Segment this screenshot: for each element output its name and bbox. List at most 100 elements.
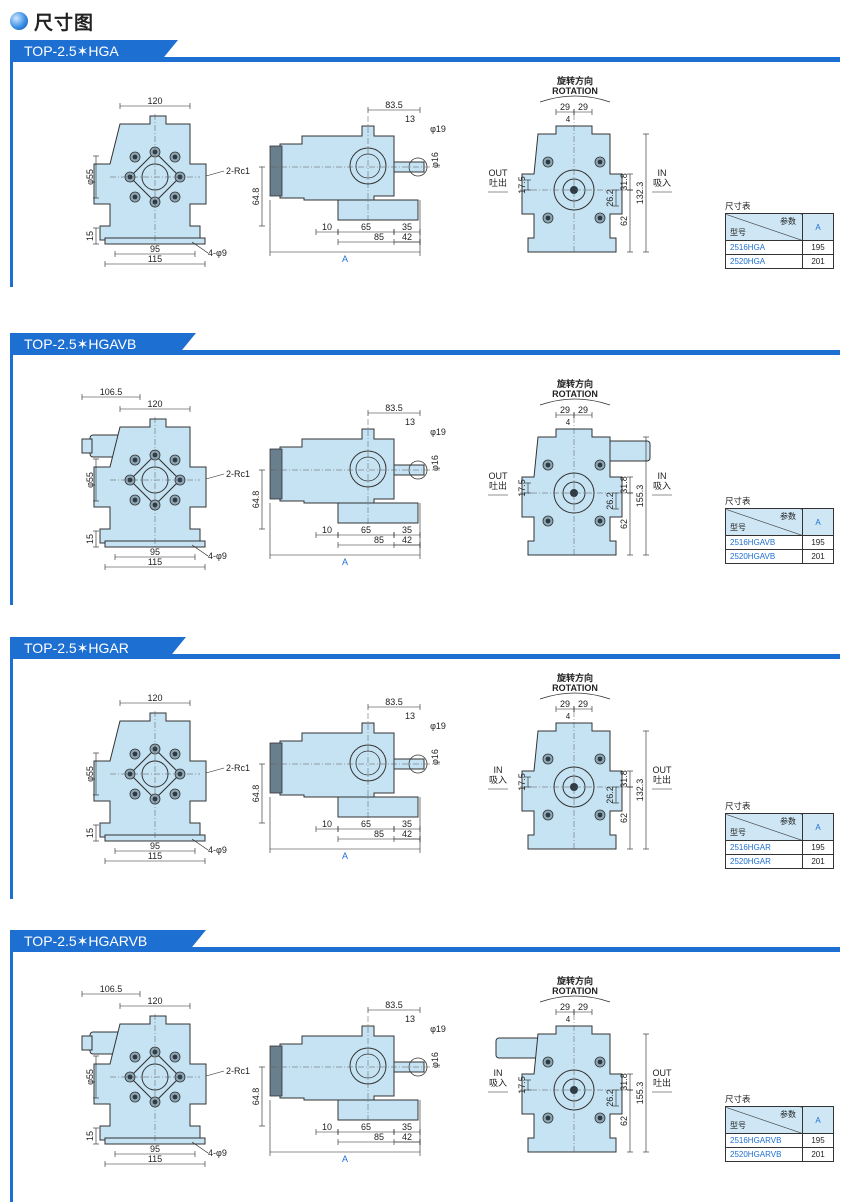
dimension-label: φ55 xyxy=(85,169,95,185)
dimension-label: 4 xyxy=(566,115,571,124)
model-cell: 2520HGAR xyxy=(725,854,803,869)
dimension-label: φ16 xyxy=(430,749,440,765)
dimension-label: 120 xyxy=(147,96,162,106)
dimension-label: 95 xyxy=(150,841,160,851)
section-side-bar xyxy=(10,62,13,287)
dimension-label: 115 xyxy=(148,851,162,861)
page-title: 尺寸图 xyxy=(34,12,95,34)
dimension-label: 31.8 xyxy=(619,770,629,788)
model-cell: 2520HGA xyxy=(725,254,803,269)
shaft-center xyxy=(570,489,578,497)
dimension-label: 132.3 xyxy=(635,182,645,205)
dimension-label: 85 xyxy=(374,535,384,545)
table-caption: 尺寸表 xyxy=(725,1094,751,1104)
bolt-hex xyxy=(132,194,138,200)
dimension-label: 64.8 xyxy=(251,491,261,509)
value-cell: 195 xyxy=(802,1133,834,1148)
dimension-label: 42 xyxy=(402,1132,412,1142)
right-port-label-en: IN xyxy=(658,168,667,178)
dimension-label: 15 xyxy=(85,1131,95,1141)
dimension-label: 13 xyxy=(405,114,415,124)
model-cell: 2520HGARVB xyxy=(725,1147,803,1162)
model-cell: 2520HGAVB xyxy=(725,549,803,564)
left-port-label-cn: 吸入 xyxy=(489,775,507,785)
dimension-label: 29 xyxy=(578,1002,588,1012)
dimension-label: φ19 xyxy=(430,721,446,731)
port-thread-label: 2-Rc1 xyxy=(226,763,250,773)
dimension-label: 65 xyxy=(361,819,371,829)
right-port-label-cn: 吸入 xyxy=(653,178,671,188)
table-caption: 尺寸表 xyxy=(725,496,751,506)
section-side-bar xyxy=(10,659,13,899)
table-header-cell: 参数型号 xyxy=(725,813,803,841)
dimension-label: 42 xyxy=(402,232,412,242)
right-port-label-en: OUT xyxy=(653,1068,673,1078)
dimension-label: 85 xyxy=(374,232,384,242)
dimension-label: 4 xyxy=(566,712,571,721)
dimension-label: φ16 xyxy=(430,1052,440,1068)
dimension-a-label: A xyxy=(342,254,348,264)
shaft-ring xyxy=(562,178,586,202)
rotation-arrow xyxy=(539,692,611,700)
rotation-arrow xyxy=(539,398,611,406)
section-title: TOP-2.5✶HGARVB xyxy=(10,930,206,952)
dimension-label: 65 xyxy=(361,222,371,232)
model-cell: 2516HGARVB xyxy=(725,1133,803,1148)
dimension-a-label: A xyxy=(342,557,348,567)
rotation-label-en: ROTATION xyxy=(552,986,598,996)
rotation-label-en: ROTATION xyxy=(552,683,598,693)
dimension-label: 26.2 xyxy=(605,786,615,804)
dimension-label: 65 xyxy=(361,525,371,535)
motor-flange xyxy=(269,742,283,794)
left-port-label-en: IN xyxy=(494,1068,503,1078)
motor-flange xyxy=(269,145,283,197)
col-a-header: A xyxy=(802,213,834,241)
rotation-label-cn: 旋转方向 xyxy=(556,378,593,389)
bolt-hex xyxy=(132,791,138,797)
dimension-label: 15 xyxy=(85,231,95,241)
bolt-hex xyxy=(132,497,138,503)
dimension-label: 29 xyxy=(578,102,588,112)
bolt-hex xyxy=(545,518,551,524)
table-caption: 尺寸表 xyxy=(725,801,751,811)
dimension-label: 35 xyxy=(402,819,412,829)
rotation-label-en: ROTATION xyxy=(552,86,598,96)
model-cell: 2516HGAVB xyxy=(725,535,803,550)
mount-hole-label: 4-φ9 xyxy=(208,248,227,258)
dimension-label: φ19 xyxy=(430,124,446,134)
bolt-hex xyxy=(172,154,178,160)
section-tab-bar: TOP-2.5✶HGAR xyxy=(10,637,840,659)
dimension-label: 95 xyxy=(150,1144,160,1154)
col-a-header: A xyxy=(802,813,834,841)
col-a-header: A xyxy=(802,508,834,536)
dimension-label: 29 xyxy=(560,1002,570,1012)
leader-line xyxy=(191,838,209,851)
model-cell: 2516HGAR xyxy=(725,840,803,855)
dimension-label: φ19 xyxy=(430,1024,446,1034)
model-cell: 2516HGA xyxy=(725,240,803,255)
col-a-header: A xyxy=(802,1106,834,1134)
mount-hole-label: 4-φ9 xyxy=(208,1148,227,1158)
bolt-hex xyxy=(545,159,551,165)
dimension-label: φ16 xyxy=(430,152,440,168)
value-cell: 201 xyxy=(802,854,834,869)
bolt-hex xyxy=(597,756,603,762)
drawing-canvas: 12095115φ55152-Rc14-φ983.513φ19φ1664.810… xyxy=(85,672,672,864)
dimension-label: 106.5 xyxy=(100,387,123,397)
dimension-label: 62 xyxy=(619,1116,629,1126)
bolt-hex xyxy=(172,791,178,797)
dimension-label: 15 xyxy=(85,534,95,544)
shaft-center xyxy=(570,783,578,791)
motor-flange xyxy=(269,1045,283,1097)
bolt-hex xyxy=(597,1115,603,1121)
value-cell: 195 xyxy=(802,840,834,855)
shaft-center xyxy=(570,1086,578,1094)
